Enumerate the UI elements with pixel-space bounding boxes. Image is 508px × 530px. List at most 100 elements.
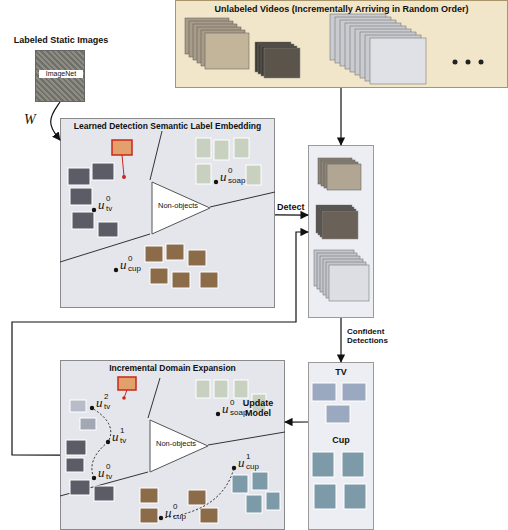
embedding-boundaries	[60, 131, 285, 496]
detection-frame	[318, 207, 354, 235]
expansion-panel: Incremental Domain ExpansionNon-objects	[60, 360, 285, 530]
boundary-line	[210, 192, 275, 207]
detection-frame	[320, 209, 356, 237]
highlighted-tv	[112, 140, 136, 400]
cup-image	[140, 508, 158, 523]
video-frame	[261, 46, 297, 76]
video-frame	[335, 17, 391, 63]
detection-stack	[314, 250, 369, 301]
detection-frame	[322, 211, 358, 239]
boundary-line	[60, 234, 150, 262]
detection-frame	[326, 262, 366, 298]
tv-image	[68, 168, 90, 185]
embedding-panel: Learned Detection Semantic Label Embeddi…	[60, 118, 275, 308]
leader-line	[124, 390, 127, 398]
flow-arrow	[12, 232, 308, 455]
tv-detections	[312, 383, 366, 423]
leader-line	[122, 155, 124, 176]
video-frame	[201, 30, 245, 66]
soap-image	[234, 138, 249, 158]
video-stack	[255, 42, 300, 78]
tv-image	[80, 418, 96, 430]
video-frame	[258, 44, 294, 74]
detection-frame	[321, 160, 355, 186]
cup-image	[232, 475, 248, 493]
cup-image	[166, 244, 184, 260]
video-frame	[350, 26, 406, 72]
continuation-dot	[453, 60, 458, 65]
tv-image	[66, 458, 84, 472]
video-frame	[360, 32, 416, 78]
soap-image	[214, 140, 229, 160]
detection-frame	[318, 158, 352, 184]
video-frame	[345, 23, 401, 69]
video-frame	[330, 14, 386, 60]
cup-image	[188, 490, 206, 505]
region-outline	[150, 420, 208, 472]
soap-image	[196, 164, 211, 184]
image-point	[122, 175, 126, 179]
prototype-dot	[214, 180, 218, 184]
prototype-dot	[90, 406, 94, 410]
detection-frame	[317, 253, 357, 289]
prototype-dot	[92, 208, 96, 212]
prototype-dot	[92, 476, 96, 480]
video-frame	[205, 33, 249, 69]
cup-thumbnail	[314, 484, 336, 509]
cup-detections	[312, 452, 366, 509]
detection-frame	[314, 250, 354, 286]
video-frame	[370, 38, 426, 84]
drift-path	[161, 468, 234, 518]
soap-images	[196, 138, 266, 412]
class-label: TV	[309, 367, 373, 377]
cup-thumbnail	[342, 452, 364, 477]
cup-image	[246, 495, 262, 513]
tv-image	[70, 188, 92, 205]
non-object-region: Non-objects	[149, 419, 209, 473]
flow-arrow	[51, 102, 60, 140]
detection-frame	[316, 205, 352, 233]
cup-image	[252, 472, 268, 490]
video-frame	[355, 29, 411, 75]
detection-frame	[327, 164, 361, 190]
video-frame	[365, 35, 421, 81]
drift-path	[92, 408, 111, 478]
panel-title: Learned Detection Semantic Label Embeddi…	[61, 122, 274, 132]
soap-image	[214, 380, 228, 398]
video-frame	[189, 21, 233, 57]
boundary-line	[148, 378, 160, 418]
tv-image	[94, 486, 114, 501]
cup-image	[200, 272, 218, 288]
video-frame	[255, 42, 291, 72]
panel-title: Confident Detections	[347, 327, 407, 345]
cup-image	[140, 488, 158, 503]
flow-arrow	[275, 214, 308, 215]
cup-image	[172, 272, 190, 288]
edge-label: Detect	[277, 202, 311, 212]
flow-arrow	[285, 421, 308, 422]
confident-panel: TVCup	[308, 362, 374, 530]
boundary-line	[60, 472, 148, 496]
soap-image	[196, 380, 210, 398]
video-stack	[330, 14, 426, 84]
cup-image	[150, 268, 168, 284]
tv-image	[66, 440, 86, 455]
video-stack	[185, 18, 249, 69]
region-label: Non-objects	[151, 440, 201, 449]
tv-image	[112, 140, 132, 155]
continuation-dot	[479, 60, 484, 65]
boundary-line	[150, 131, 162, 180]
tv-image	[98, 222, 118, 237]
prototype-dot	[232, 466, 236, 470]
soap-image	[252, 394, 266, 412]
video-frame	[340, 20, 396, 66]
detection-panel: Confident Detections	[308, 145, 374, 318]
region-outline	[152, 182, 210, 234]
tv-thumbnail	[326, 405, 350, 423]
detection-stack	[316, 205, 358, 239]
tv-image	[118, 377, 136, 390]
continuation-dot	[466, 60, 471, 65]
tv-thumbnail	[312, 383, 336, 401]
cup-image	[266, 492, 280, 510]
